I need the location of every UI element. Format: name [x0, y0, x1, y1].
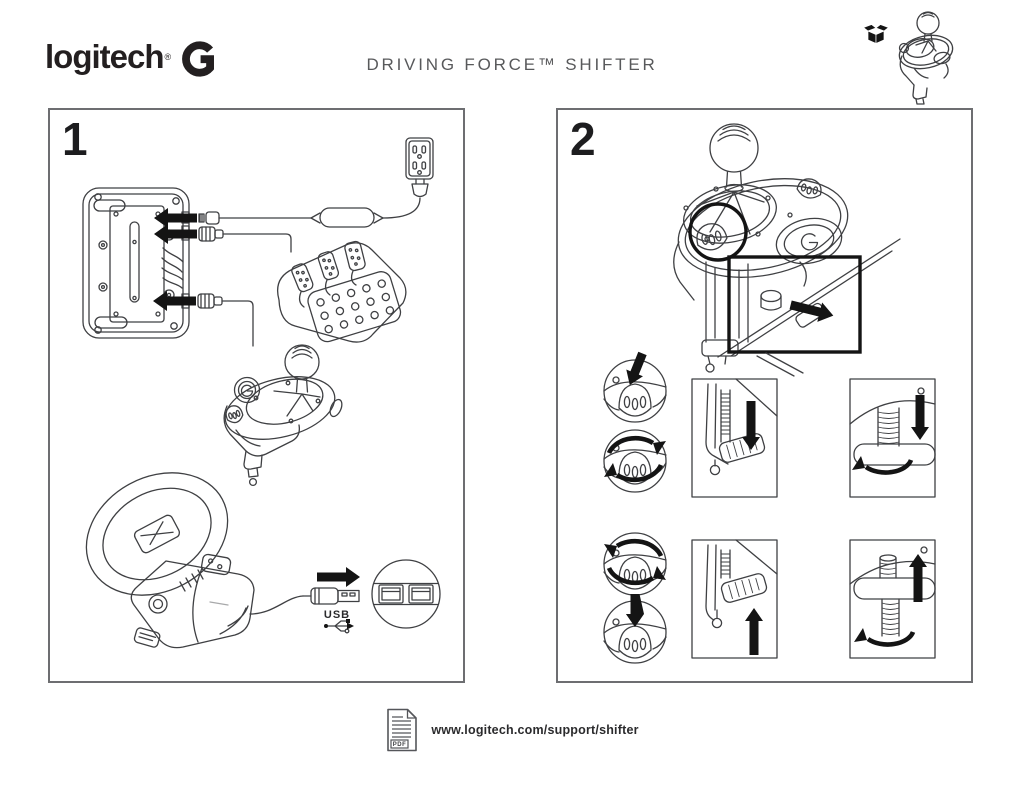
shifter-mount-illustration	[673, 123, 849, 373]
right-arrow	[317, 567, 360, 587]
shifter-thumbnail-illustration	[898, 11, 954, 105]
callout-rectangle	[727, 255, 862, 354]
usb-label: USB	[324, 609, 350, 621]
clamp-down-detail	[691, 378, 778, 498]
step-2-illustration	[558, 123, 936, 664]
table-edge-callout	[717, 238, 901, 377]
thumbscrew-press-release-detail	[603, 594, 667, 664]
step-2-number: 2	[570, 113, 596, 165]
wheel-base-illustration	[82, 187, 190, 339]
racing-wheel-illustration	[85, 472, 304, 649]
support-url: www.logitech.com/support/shifter	[431, 723, 639, 737]
thumbscrew-rotate-detail	[604, 429, 666, 493]
logitech-logo: logitech®	[45, 40, 218, 78]
callout-circle	[688, 202, 748, 262]
screw-tighten-detail	[849, 378, 936, 498]
pdf-file-icon: PDF	[387, 708, 418, 752]
logitech-g-mark-icon	[182, 41, 215, 77]
thumbscrew-in-callout	[696, 223, 728, 251]
plug-in-arrows	[153, 208, 197, 311]
open-box-icon	[862, 24, 890, 45]
logo-wordmark: logitech®	[45, 40, 171, 73]
step-2-panel: 2	[556, 108, 973, 683]
usb-plug-icon	[302, 587, 360, 605]
clamp-up-detail	[691, 539, 778, 659]
step-1-number: 1	[62, 113, 88, 165]
screw-loosen-detail	[849, 539, 936, 659]
usb-ports-icon	[371, 559, 441, 629]
step-1-illustration: USB	[82, 137, 441, 649]
usb-symbol-icon	[324, 619, 354, 634]
thumbscrew-press-detail	[603, 351, 667, 423]
page-title: DRIVING FORCE™ SHIFTER	[366, 55, 658, 74]
usb-connection: USB	[302, 559, 441, 634]
logo-text: logitech	[45, 38, 165, 75]
thumbscrew-rotate-release-detail	[604, 532, 666, 596]
pdf-label: PDF	[393, 742, 407, 748]
registered-mark: ®	[164, 51, 172, 62]
pedal-unit-illustration	[276, 240, 407, 343]
cables-and-connectors	[197, 137, 434, 347]
shifter-illustration	[223, 344, 343, 487]
step-1-panel: 1	[48, 108, 465, 683]
footer: PDF www.logitech.com/support/shifter	[0, 708, 1024, 752]
